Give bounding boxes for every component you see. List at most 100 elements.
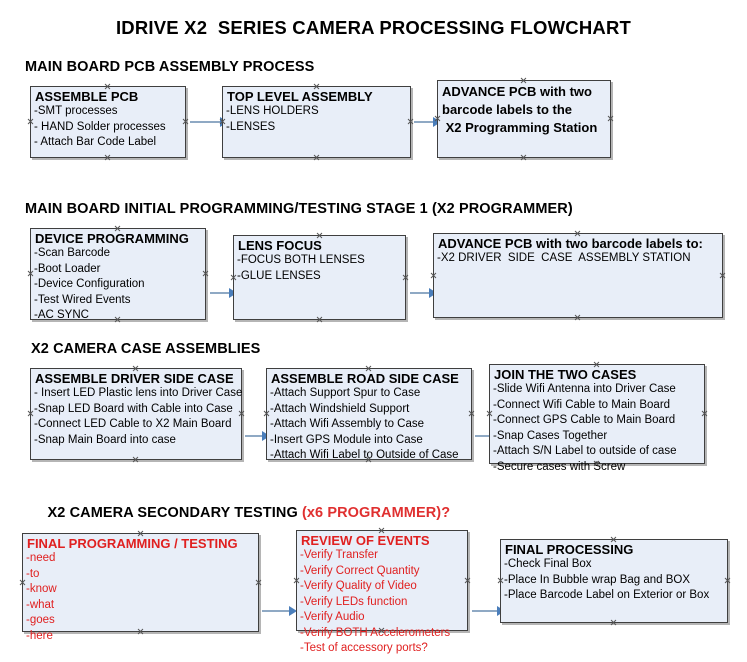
- box-assemble-road-side-case[interactable]: ASSEMBLE ROAD SIDE CASE -Attach Support …: [266, 368, 472, 461]
- box-line: -Snap LED Board with Cable into Case: [34, 402, 233, 415]
- box-title-line3: X2 Programming Station: [442, 120, 598, 135]
- box-line: -Verify Transfer: [300, 549, 378, 561]
- box-line: -GLUE LENSES: [237, 269, 321, 282]
- box-lines: -Scan Barcode -Boot Loader -Device Confi…: [31, 246, 205, 324]
- box-line: -Verify Quality of Video: [300, 580, 417, 592]
- box-line: - Insert LED Plastic lens into Driver Ca…: [34, 387, 243, 399]
- box-line: -Secure cases with Screw: [493, 460, 626, 473]
- box-line: -Snap Cases Together: [493, 429, 608, 442]
- page-title: IDRIVE X2 SERIES CAMERA PROCESSING FLOWC…: [115, 17, 632, 38]
- arrow-device-programming-to-lens-focus: [210, 288, 237, 298]
- arrow-final-programming-to-review: [262, 606, 297, 616]
- box-lines: -X2 DRIVER SIDE CASE ASSEMBLY STATION: [434, 251, 722, 267]
- box-title: TOP LEVEL ASSEMBLY: [227, 89, 373, 104]
- box-line: -goes: [26, 614, 55, 626]
- box-title: FINAL PROGRAMMING / TESTING: [27, 536, 238, 551]
- box-line: -know: [26, 583, 57, 595]
- box-line: -here: [26, 629, 53, 642]
- box-line: -Test Wired Events: [34, 293, 131, 306]
- box-line: -Scan Barcode: [34, 247, 111, 259]
- arrow-driver-case-to-road-case: [245, 431, 270, 441]
- box-line: -SMT processes: [34, 105, 118, 117]
- box-lines: -LENS HOLDERS -LENSES: [223, 104, 410, 135]
- box-title: ASSEMBLE ROAD SIDE CASE: [271, 371, 459, 386]
- box-line: -Check Final Box: [504, 558, 592, 570]
- arrow-review-to-final-processing: [472, 606, 505, 616]
- box-line: -Place In Bubble wrap Bag and BOX: [504, 573, 691, 586]
- box-line: -Verify Audio: [300, 611, 365, 623]
- section-heading-main-board-initial-programming: MAIN BOARD INITIAL PROGRAMMING/TESTING S…: [25, 201, 573, 217]
- connector-handle-bottom[interactable]: [313, 154, 320, 161]
- box-line: -to: [26, 567, 40, 580]
- connector-handle-bottom[interactable]: [316, 316, 323, 323]
- box-lines: -need -to -know -what -goes -here: [23, 551, 258, 644]
- connector-handle-bottom[interactable]: [520, 154, 527, 161]
- box-line: -Attach Windshield Support: [270, 402, 410, 415]
- box-lines: -Attach Support Spur to Case -Attach Win…: [267, 386, 471, 464]
- box-line-overflow: -Test of accessory ports?: [300, 642, 428, 654]
- box-lines: - Insert LED Plastic lens into Driver Ca…: [31, 386, 243, 448]
- box-line: -Verify BOTH Accelerometers: [300, 626, 451, 639]
- box-line: -Connect GPS Cable to Main Board: [493, 414, 676, 426]
- box-line: -what: [26, 598, 55, 611]
- box-line: -Attach Wifi Assembly to Case: [270, 418, 425, 430]
- box-top-level-assembly[interactable]: TOP LEVEL ASSEMBLY -LENS HOLDERS -LENSES: [222, 86, 411, 158]
- box-final-processing[interactable]: FINAL PROCESSING -Check Final Box -Place…: [500, 539, 728, 623]
- box-lines: -Slide Wifi Antenna into Driver Case -Co…: [490, 382, 704, 475]
- box-title: DEVICE PROGRAMMING: [35, 231, 189, 246]
- box-line: -Attach S/N Label to outside of case: [493, 445, 677, 457]
- box-device-programming[interactable]: DEVICE PROGRAMMING -Scan Barcode -Boot L…: [30, 228, 206, 321]
- box-line: -Boot Loader: [34, 262, 101, 275]
- box-title: FINAL PROCESSING: [505, 542, 634, 557]
- box-title: ADVANCE PCB with two: [442, 84, 592, 99]
- box-title: LENS FOCUS: [238, 238, 322, 253]
- section-heading-x2-camera-secondary-testing: X2 CAMERA SECONDARY TESTING (x6 PROGRAMM…: [31, 489, 451, 537]
- box-line: - Attach Bar Code Label: [34, 136, 157, 148]
- box-line: - HAND Solder processes: [34, 120, 166, 133]
- section-heading-main-board-pcb-assembly: MAIN BOARD PCB ASSEMBLY PROCESS: [25, 59, 315, 75]
- box-lines: -FOCUS BOTH LENSES -GLUE LENSES: [234, 253, 405, 284]
- box-title: REVIEW OF EVENTS: [301, 533, 430, 548]
- box-review-of-events[interactable]: REVIEW OF EVENTS -Verify Transfer -Verif…: [296, 530, 468, 654]
- connector-handle-bottom[interactable]: [610, 619, 617, 626]
- box-assemble-pcb[interactable]: ASSEMBLE PCB -SMT processes - HAND Solde…: [30, 86, 186, 158]
- box-final-programming-testing[interactable]: FINAL PROGRAMMING / TESTING -need -to -k…: [22, 533, 259, 642]
- box-line: -Place Barcode Label on Exterior or Box: [504, 589, 710, 601]
- section-heading-accent: (x6 PROGRAMMER)?: [301, 505, 451, 521]
- connector-handle-bottom[interactable]: [574, 314, 581, 321]
- box-assemble-driver-side-case[interactable]: ASSEMBLE DRIVER SIDE CASE - Insert LED P…: [30, 368, 242, 460]
- box-line: -Attach Support Spur to Case: [270, 387, 421, 399]
- section-heading-x2-camera-case-assemblies: X2 CAMERA CASE ASSEMBLIES: [31, 341, 261, 357]
- arrow-lens-focus-to-advance-pcb: [410, 288, 437, 298]
- box-line: -Slide Wifi Antenna into Driver Case: [493, 383, 676, 395]
- box-line: -AC SYNC: [34, 309, 89, 321]
- connector-handle-left[interactable]: [430, 272, 437, 279]
- box-line: -LENSES: [226, 120, 276, 133]
- box-lines: -SMT processes - HAND Solder processes -…: [31, 104, 185, 151]
- box-line: -Insert GPS Module into Case: [270, 433, 423, 446]
- box-line: -Verify Correct Quantity: [300, 564, 420, 577]
- connector-handle-right[interactable]: [719, 272, 726, 279]
- box-lens-focus[interactable]: LENS FOCUS -FOCUS BOTH LENSES -GLUE LENS…: [233, 235, 406, 320]
- arrow-top-level-to-advance-pcb: [414, 117, 441, 127]
- box-line: -Connect LED Cable to X2 Main Board: [34, 418, 232, 430]
- box-lines: -Verify Transfer -Verify Correct Quantit…: [297, 548, 467, 657]
- box-lines: -Check Final Box -Place In Bubble wrap B…: [501, 557, 727, 604]
- box-advance-pcb-programming-station[interactable]: ADVANCE PCB with two barcode labels to t…: [437, 80, 611, 158]
- box-line: -Device Configuration: [34, 278, 145, 290]
- box-title: ASSEMBLE PCB: [35, 89, 139, 104]
- box-title: ADVANCE PCB with two barcode labels to:: [438, 236, 703, 251]
- box-line: -Snap Main Board into case: [34, 433, 176, 446]
- box-join-the-two-cases[interactable]: JOIN THE TWO CASES -Slide Wifi Antenna i…: [489, 364, 705, 473]
- arrow-head-icon: [289, 606, 297, 616]
- box-line: -Verify LEDs function: [300, 595, 408, 608]
- connector-handle-bottom[interactable]: [104, 154, 111, 161]
- connector-handle-bottom[interactable]: [132, 456, 139, 463]
- box-title-line2: barcode labels to the: [442, 102, 573, 117]
- box-title: JOIN THE TWO CASES: [494, 367, 637, 382]
- section-heading-text: X2 CAMERA SECONDARY TESTING: [47, 505, 302, 521]
- box-line: -LENS HOLDERS: [226, 105, 319, 117]
- box-advance-pcb-driver-side[interactable]: ADVANCE PCB with two barcode labels to: …: [433, 233, 723, 318]
- box-line: -Connect Wifi Cable to Main Board: [493, 398, 671, 411]
